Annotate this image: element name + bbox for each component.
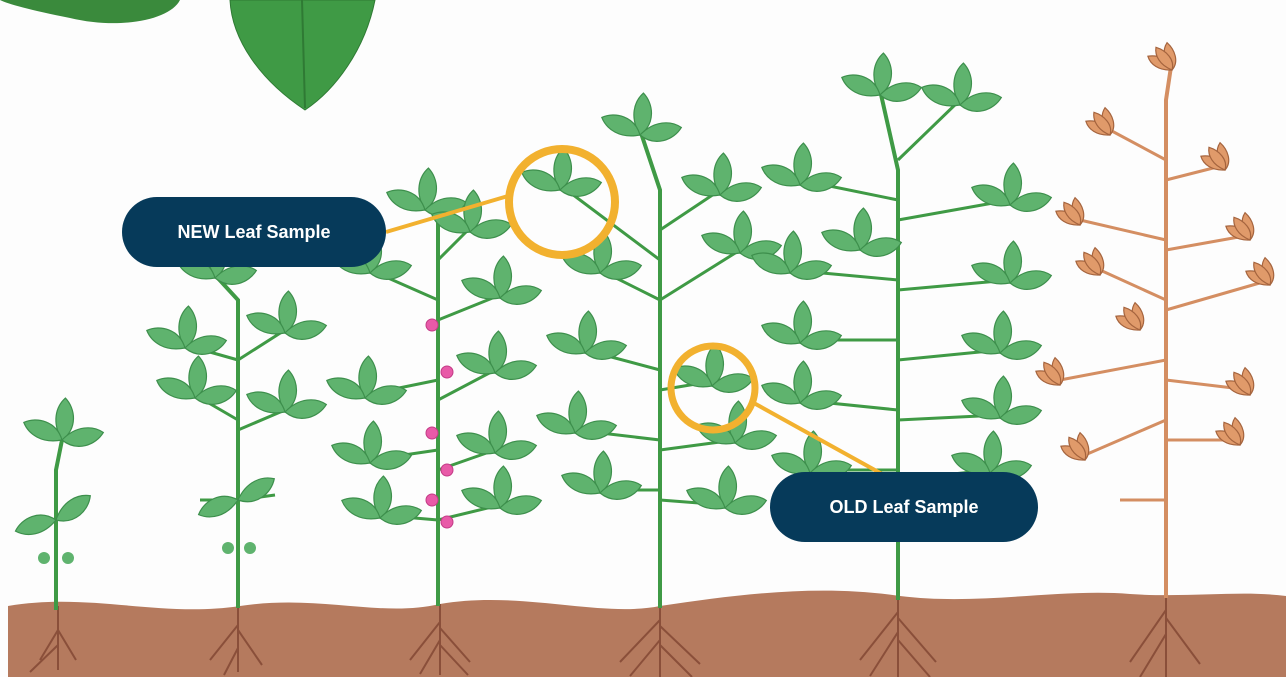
- large-leaf-corner: [0, 0, 375, 110]
- old-leaf-sample-callout: OLD Leaf Sample: [770, 472, 1038, 542]
- new-leaf-sample-label: NEW Leaf Sample: [177, 222, 330, 243]
- old-leaf-sample-label: OLD Leaf Sample: [829, 497, 978, 518]
- plant-seedling: [15, 397, 104, 610]
- plant-senescent: [1035, 42, 1279, 598]
- new-leaf-sample-callout: NEW Leaf Sample: [122, 197, 386, 267]
- plant-pod-set: [521, 92, 782, 608]
- plant-vegetative: [146, 235, 327, 608]
